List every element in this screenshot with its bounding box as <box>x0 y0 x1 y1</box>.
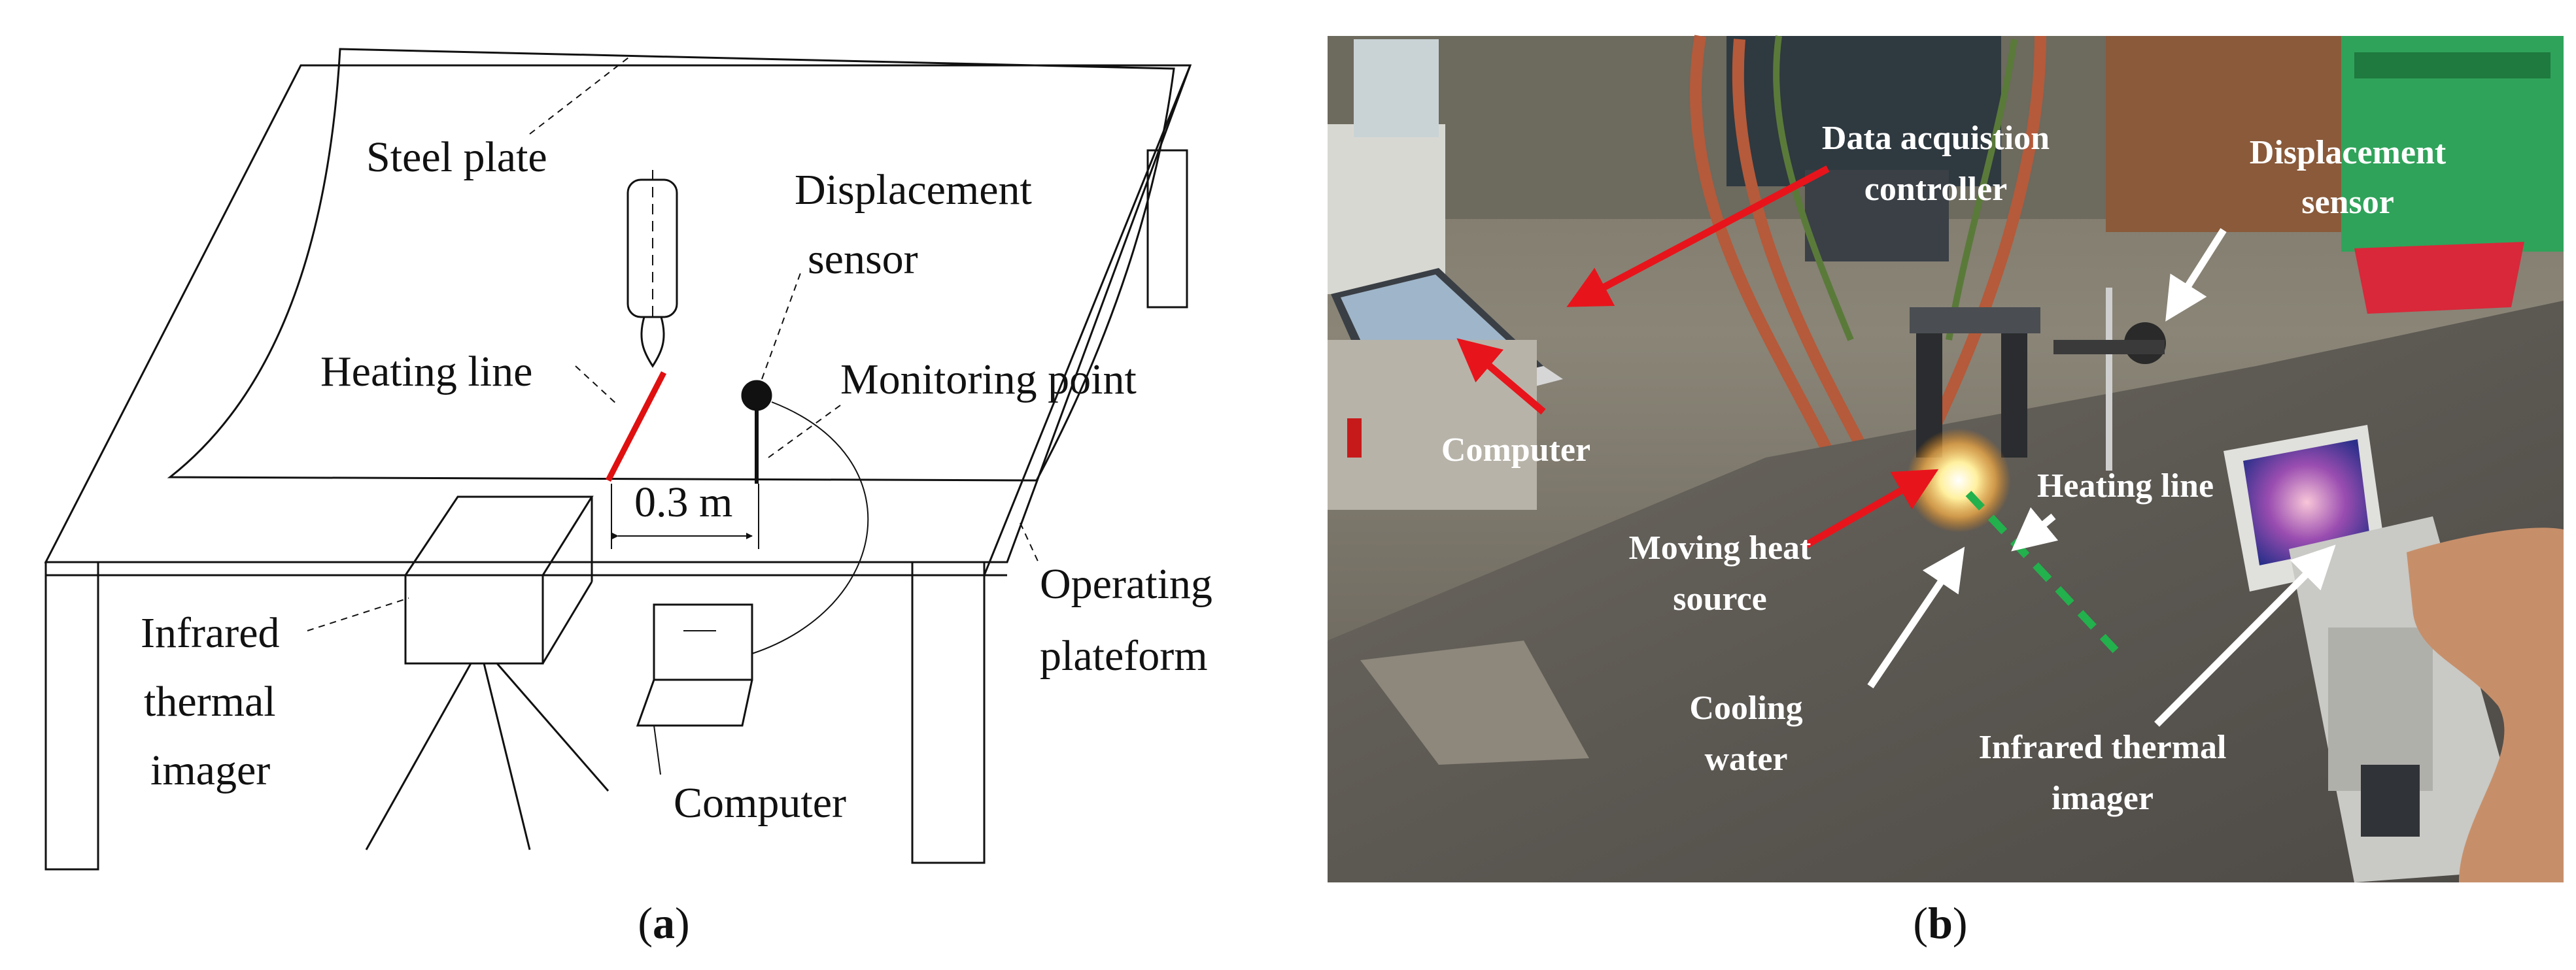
photo-left-equipment <box>1328 124 1445 294</box>
panel-b-labels: Data acquistion controller Displacement … <box>1441 120 2447 817</box>
label-b-cooling-2: water <box>1704 741 1787 778</box>
label-heating-line: Heating line <box>320 348 532 395</box>
platform-leg-right <box>911 561 986 864</box>
label-operating-2: plateform <box>1040 632 1208 680</box>
photo-welding-machine <box>1726 36 2001 186</box>
arrow-computer <box>1456 338 1546 415</box>
label-b-infrared-1: Infrared thermal <box>1979 729 2227 766</box>
platform-leg-left <box>44 561 99 871</box>
arrow-cooling <box>1867 546 1965 689</box>
sensor-cable <box>751 401 869 654</box>
panel-b-arrows <box>1456 165 2336 727</box>
photo-infrared-camera <box>2224 425 2531 882</box>
photo-red-bucket <box>2354 242 2524 314</box>
steel-plate-outline <box>167 48 1175 482</box>
arrow-displacement <box>2165 228 2227 322</box>
photo-heating-line-dashed <box>1965 490 2119 654</box>
label-infrared-2: thermal <box>144 678 276 726</box>
label-b-displacement-1: Displacement <box>2250 134 2447 171</box>
caption-a: (a) <box>638 898 689 948</box>
leader-lines <box>307 55 1040 631</box>
label-steel-plate: Steel plate <box>366 133 547 181</box>
photo-torches <box>1910 307 2040 458</box>
photo-hand <box>2407 527 2564 882</box>
label-infrared-1: Infrared <box>141 609 280 657</box>
label-b-moving-heat-2: source <box>1673 580 1766 618</box>
computer-leader <box>653 725 661 775</box>
monitoring-point-dot <box>741 380 772 411</box>
heating-line-red <box>605 371 667 482</box>
label-b-computer: Computer <box>1441 431 1590 469</box>
label-computer: Computer <box>674 779 846 827</box>
panel-a-schematic <box>44 48 1192 871</box>
label-b-cooling-1: Cooling <box>1689 690 1802 727</box>
infrared-imager-box <box>365 495 610 850</box>
label-infrared-3: imager <box>150 746 270 794</box>
computer-sketch <box>636 603 753 727</box>
caption-b: (b) <box>1913 898 1967 948</box>
label-b-moving-heat-1: Moving heat <box>1629 529 1812 567</box>
heater-nozzle <box>627 170 678 368</box>
label-operating-1: Operating <box>1040 560 1212 608</box>
photo-cabinet-wood <box>2106 36 2341 232</box>
arrow-heat-source <box>1803 469 1939 549</box>
arrow-heating-line <box>2011 507 2059 552</box>
arrow-infrared <box>2154 544 2336 727</box>
panel-a-labels: Steel plate Displacement sensor Heating … <box>141 133 1212 827</box>
photo-displacement-sensor <box>2053 288 2166 471</box>
label-monitoring-point: Monitoring point <box>840 356 1137 403</box>
label-distance: 0.3 m <box>634 478 732 526</box>
label-displacement-1: Displacement <box>795 166 1032 214</box>
platform-leg-back <box>1146 149 1188 309</box>
photo-hoses <box>1690 35 2046 461</box>
label-b-data-acq-2: controller <box>1864 171 2008 208</box>
label-b-heating-line: Heating line <box>2037 467 2214 505</box>
label-b-infrared-2: imager <box>2052 780 2154 817</box>
label-b-displacement-2: sensor <box>2301 184 2394 221</box>
panel-b-photo <box>1328 35 2564 882</box>
arrow-data-acq <box>1566 165 1830 307</box>
label-b-data-acq-1: Data acquistion <box>1822 120 2050 157</box>
label-displacement-2: sensor <box>808 235 918 283</box>
